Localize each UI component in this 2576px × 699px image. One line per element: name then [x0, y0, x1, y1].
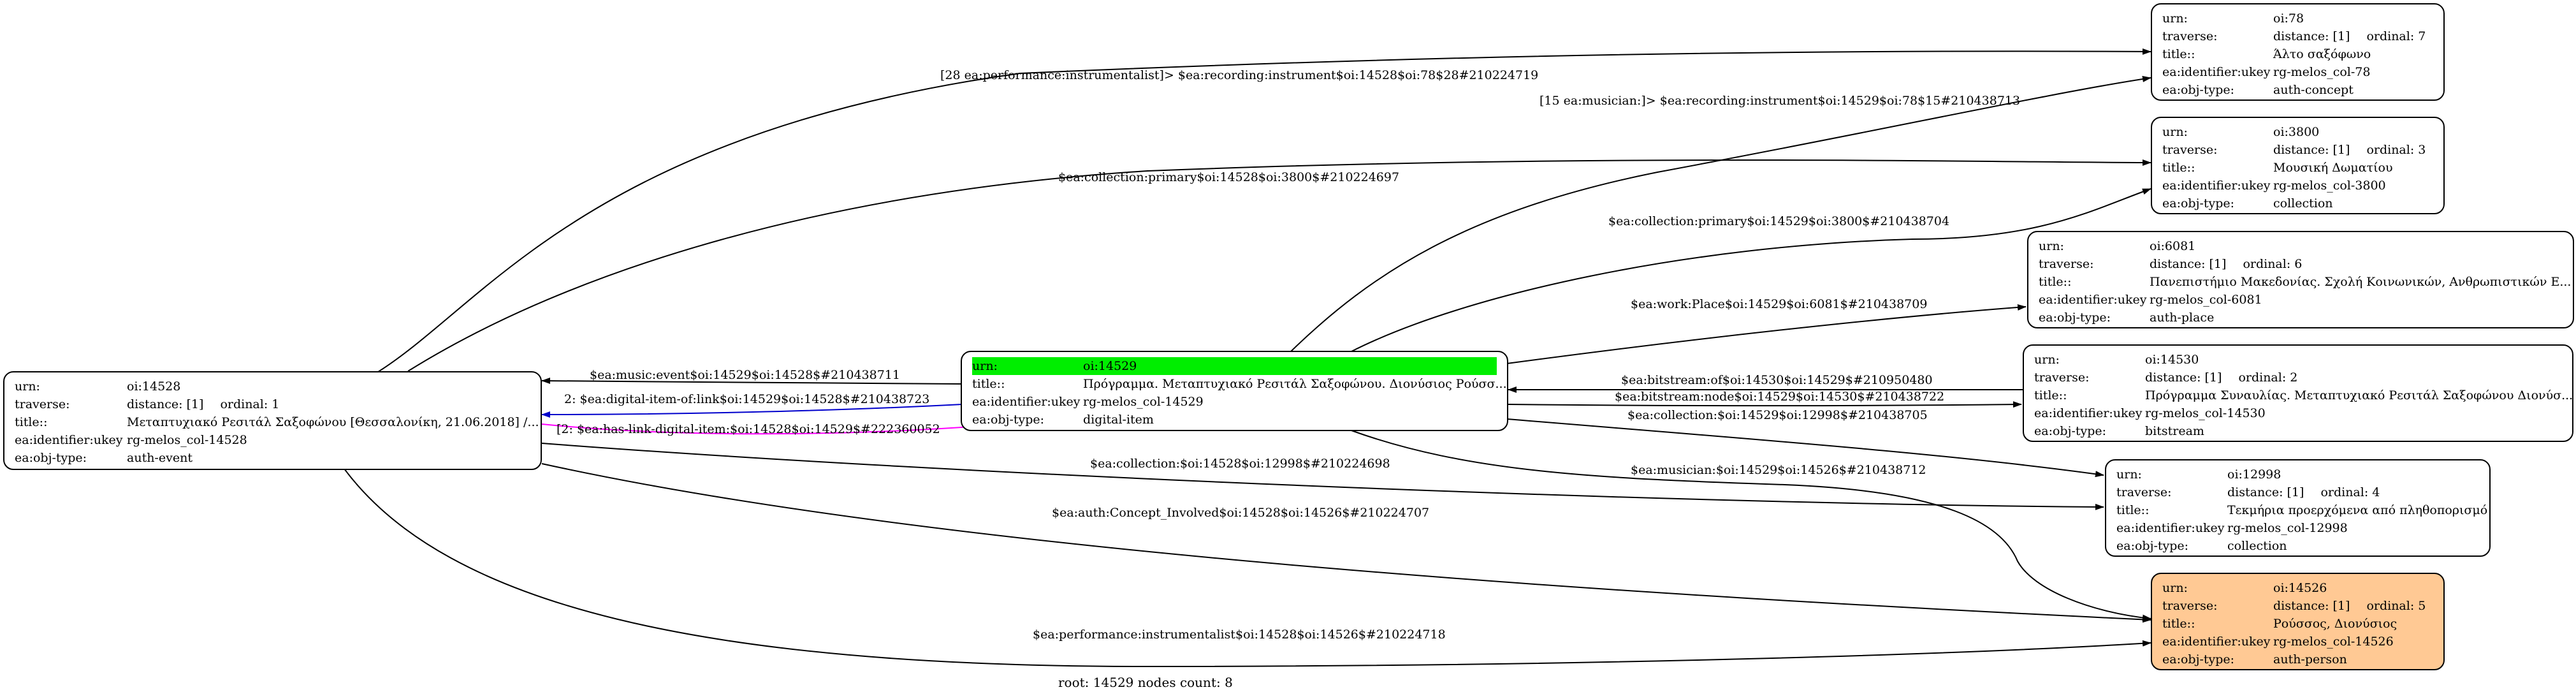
edge-14529-78	[1290, 75, 2151, 352]
node-title-row: title::Τεκμήρια προερχόμενα από πληθοπορ…	[2116, 503, 2488, 517]
node-objtype-row: ea:obj-type:auth-place	[2039, 311, 2215, 325]
edge-14528-12998	[541, 443, 2104, 510]
node-urn-row: urn:oi:14526	[2162, 581, 2327, 595]
edge-14528-14526-concept	[541, 463, 2151, 623]
node-title-row: title::Ρούσσος, Διονύσιος	[2162, 617, 2398, 631]
node-traverse-row: traverse:distance: [1]ordinal: 2	[2034, 371, 2298, 385]
node-urn-row: urn:oi:14528	[15, 379, 181, 394]
edge-label-14528-14526-instr: $ea:performance:instrumentalist$oi:14528…	[1033, 628, 1446, 642]
edge-label-14528-78: [28 ea:performance:instrumentalist]> $ea…	[940, 68, 1538, 82]
node-oi-12998[interactable]: urn:oi:12998 traverse:distance: [1]ordin…	[2105, 459, 2491, 557]
node-title-row: title::Μεταπτυχιακό Ρεσιτάλ Σαξοφώνου [Θ…	[15, 415, 539, 429]
node-urn-row: urn:oi:6081	[2039, 239, 2196, 253]
node-traverse-row: traverse:distance: [1]ordinal: 7	[2162, 29, 2426, 43]
node-objtype-row: ea:obj-type:bitstream	[2034, 424, 2204, 438]
edge-label-14529-14530: $ea:bitstream:node$oi:14529$oi:14530$#21…	[1615, 390, 1944, 404]
edge-14529-14530	[1506, 401, 2022, 408]
edge-14529-6081	[1506, 304, 2027, 364]
node-urn-row: urn:oi:12998	[2116, 467, 2281, 482]
edge-label-14528-14526-concept: $ea:auth:Concept_Involved$oi:14528$oi:14…	[1052, 506, 1429, 520]
node-objtype-row: ea:obj-type:auth-person	[2162, 652, 2347, 666]
node-urn-row: urn:oi:14530	[2034, 353, 2199, 367]
node-title-row: title::Πανεπιστήμιο Μακεδονίας. Σχολή Κο…	[2039, 275, 2572, 289]
node-oi-14528[interactable]: urn:oi:14528 traverse:distance: [1]ordin…	[3, 371, 542, 470]
edge-14529-14528-link	[541, 404, 963, 418]
node-urn-row: urn:oi:14529	[972, 357, 1497, 375]
edge-label-14528-3800: $ea:collection:primary$oi:14528$oi:3800$…	[1058, 170, 1399, 184]
node-traverse-row: traverse:distance: [1]ordinal: 1	[15, 397, 280, 411]
node-traverse-row: traverse:distance: [1]ordinal: 6	[2039, 257, 2303, 271]
edge-14528-14526-instr	[344, 468, 2151, 668]
edge-14529-12998	[1506, 418, 2104, 478]
footer-node-count: root: 14529 nodes count: 8	[1058, 675, 1233, 690]
edge-label-14529-3800: $ea:collection:primary$oi:14529$oi:3800$…	[1608, 214, 1949, 228]
node-title-row: title::Άλτο σαξόφωνο	[2162, 47, 2371, 61]
node-objtype-row: ea:obj-type:collection	[2116, 539, 2287, 553]
edge-label-14529-12998: $ea:collection:$oi:14529$oi:12998$#21043…	[1627, 408, 1928, 422]
node-oi-14529-root[interactable]: urn:oi:14529 title::Πρόγραμμα. Μεταπτυχι…	[961, 351, 1508, 431]
edge-14529-3800	[1351, 188, 2151, 352]
edge-label-14529-14528-link: 2: $ea:digital-item-of:link$oi:14529$oi:…	[564, 392, 929, 406]
edge-label-14528-14529-haslink: [2: $ea:has-link-digital-item:$oi:14528$…	[557, 422, 940, 436]
edge-14529-14528-event	[541, 378, 963, 385]
edge-label-14528-12998: $ea:collection:$oi:14528$oi:12998$#21022…	[1090, 457, 1390, 471]
node-oi-78[interactable]: urn:oi:78 traverse:distance: [1]ordinal:…	[2151, 3, 2445, 101]
edge-14529-14526	[1351, 430, 2151, 621]
node-objtype-row: ea:obj-type:digital-item	[972, 413, 1154, 427]
node-traverse-row: traverse:distance: [1]ordinal: 5	[2162, 599, 2426, 613]
node-oi-14526[interactable]: urn:oi:14526 traverse:distance: [1]ordin…	[2151, 573, 2445, 670]
node-oi-14530[interactable]: urn:oi:14530 traverse:distance: [1]ordin…	[2023, 344, 2573, 442]
node-objtype-row: ea:obj-type:auth-concept	[2162, 83, 2354, 97]
node-objtype-row: ea:obj-type:collection	[2162, 196, 2333, 210]
edge-14528-14529-haslink	[541, 422, 1005, 435]
node-traverse-row: traverse:distance: [1]ordinal: 3	[2162, 143, 2426, 157]
node-title-row: title::Πρόγραμμα. Μεταπτυχιακό Ρεσιτάλ Σ…	[972, 377, 1507, 391]
edge-14528-3800	[407, 159, 2151, 372]
edge-label-14529-6081: $ea:work:Place$oi:14529$oi:6081$#2104387…	[1631, 297, 1927, 311]
node-traverse-row: traverse:distance: [1]ordinal: 4	[2116, 485, 2380, 499]
edge-label-14529-78: [15 ea:musician:]> $ea:recording:instrum…	[1539, 94, 2020, 108]
edge-14528-78	[375, 48, 2151, 374]
node-urn-row: urn:oi:3800	[2162, 125, 2320, 139]
node-objtype-row: ea:obj-type:auth-event	[15, 451, 193, 465]
edge-label-14530-14529: $ea:bitstream:of$oi:14530$oi:14529$#2109…	[1621, 373, 1933, 387]
edge-label-14529-14526: $ea:musician:$oi:14529$oi:14526$#2104387…	[1631, 463, 1926, 477]
node-oi-6081[interactable]: urn:oi:6081 traverse:distance: [1]ordina…	[2027, 231, 2574, 328]
node-oi-3800[interactable]: urn:oi:3800 traverse:distance: [1]ordina…	[2151, 117, 2445, 214]
edge-label-14529-14528-event: $ea:music:event$oi:14529$oi:14528$#21043…	[590, 368, 900, 382]
node-title-row: title::Μουσική Δωματίου	[2162, 161, 2393, 175]
node-title-row: title::Πρόγραμμα Συναυλίας. Μεταπτυχιακό…	[2034, 388, 2573, 402]
node-urn-row: urn:oi:78	[2162, 11, 2304, 26]
